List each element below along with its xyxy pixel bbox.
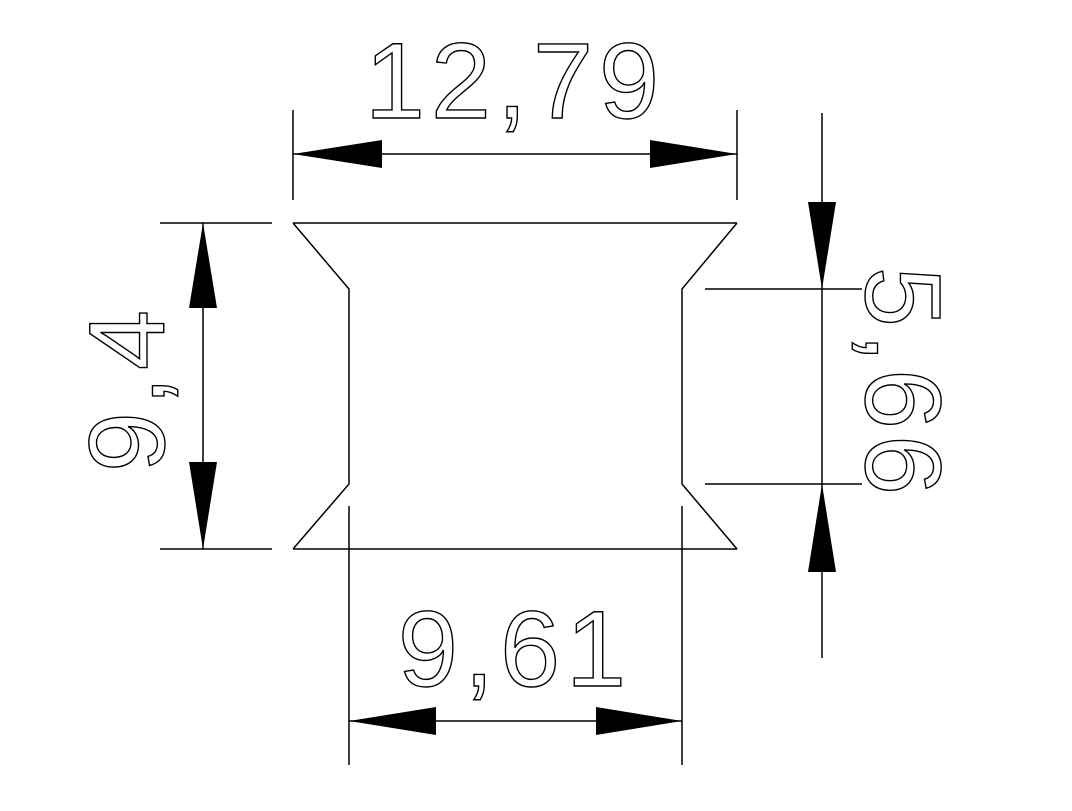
arrowhead-top-left: [293, 140, 382, 168]
arrowhead-height-top: [189, 223, 217, 308]
outline-right-profile: [681, 222, 738, 550]
arrowhead-top-right: [650, 140, 737, 168]
arrowhead-bottom-left: [349, 707, 436, 735]
arrowhead-bottom-right: [596, 707, 682, 735]
dimension-height: 9,4: [65, 222, 272, 550]
outline-left-profile: [292, 222, 350, 550]
dimension-label-inner-height: 5,66: [843, 267, 964, 501]
dimension-label-bottom-width: 9,61: [398, 588, 632, 709]
dimension-label-top-width: 12,79: [365, 20, 665, 141]
arrowhead-height-bottom: [189, 462, 217, 549]
dimension-inner-height: 5,66: [705, 113, 965, 658]
part-outline: [292, 222, 738, 550]
dimension-label-height: 9,4: [66, 304, 187, 472]
dimension-top-width: 12,79: [292, 19, 738, 200]
dimension-bottom-width: 9,61: [348, 506, 683, 765]
arrowhead-inner-bottom: [808, 484, 836, 572]
arrowhead-inner-top: [808, 202, 836, 289]
